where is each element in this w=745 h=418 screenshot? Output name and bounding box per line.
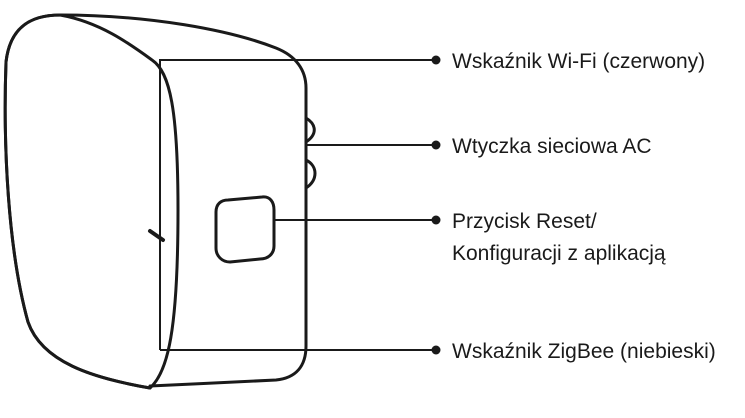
callout-dot-plug	[431, 140, 441, 150]
reset-button	[214, 195, 276, 264]
label-zigbee-indicator: Wskaźnik ZigBee (niebieski)	[452, 340, 716, 363]
callout-dot-wifi	[431, 55, 441, 65]
label-reset-button-line1: Przycisk Reset/	[452, 210, 597, 233]
device-illustration	[3, 13, 317, 390]
plug-prong-lower	[304, 158, 317, 190]
label-ac-plug: Wtyczka sieciowa AC	[452, 135, 652, 158]
label-reset-button-line2: Konfiguracji z aplikacją	[452, 242, 666, 265]
plug-prong-upper	[304, 116, 316, 144]
callout-dot-zigbee	[431, 345, 441, 355]
callout-line-wifi	[159, 59, 432, 350]
device-front-face	[3, 13, 180, 390]
callout-lines	[159, 59, 432, 351]
status-slit	[148, 229, 165, 242]
device-body-outline	[3, 13, 308, 390]
label-wifi-indicator: Wskaźnik Wi-Fi (czerwony)	[452, 50, 705, 73]
callout-dots	[431, 55, 441, 355]
callout-dot-reset	[431, 215, 441, 225]
